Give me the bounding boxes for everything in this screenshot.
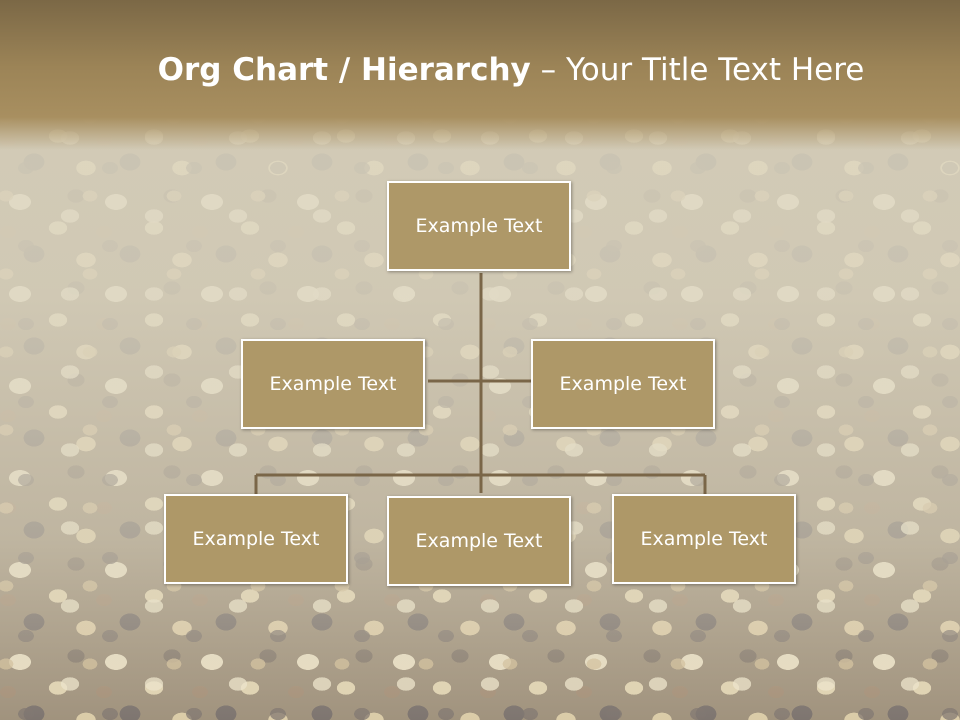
org-box-label: Example Text [640, 528, 768, 550]
org-box-subordinate-center[interactable]: Example Text [387, 496, 571, 586]
org-box-assistant-right[interactable]: Example Text [531, 339, 715, 429]
title-rest-part: Your Title Text Here [565, 52, 865, 88]
org-box-subordinate-left[interactable]: Example Text [164, 494, 348, 584]
org-box-assistant-left[interactable]: Example Text [241, 339, 425, 429]
org-box-root[interactable]: Example Text [387, 181, 571, 271]
org-box-label: Example Text [269, 373, 397, 395]
org-box-label: Example Text [559, 373, 687, 395]
title-bold-part: Org Chart / Hierarchy [157, 52, 531, 88]
title-band [0, 0, 960, 150]
title-dash: – [540, 52, 557, 88]
slide-title: Org Chart / Hierarchy – Your Title Text … [0, 52, 960, 88]
org-box-label: Example Text [192, 528, 320, 550]
org-box-label: Example Text [415, 215, 543, 237]
org-box-subordinate-right[interactable]: Example Text [612, 494, 796, 584]
org-box-label: Example Text [415, 530, 543, 552]
